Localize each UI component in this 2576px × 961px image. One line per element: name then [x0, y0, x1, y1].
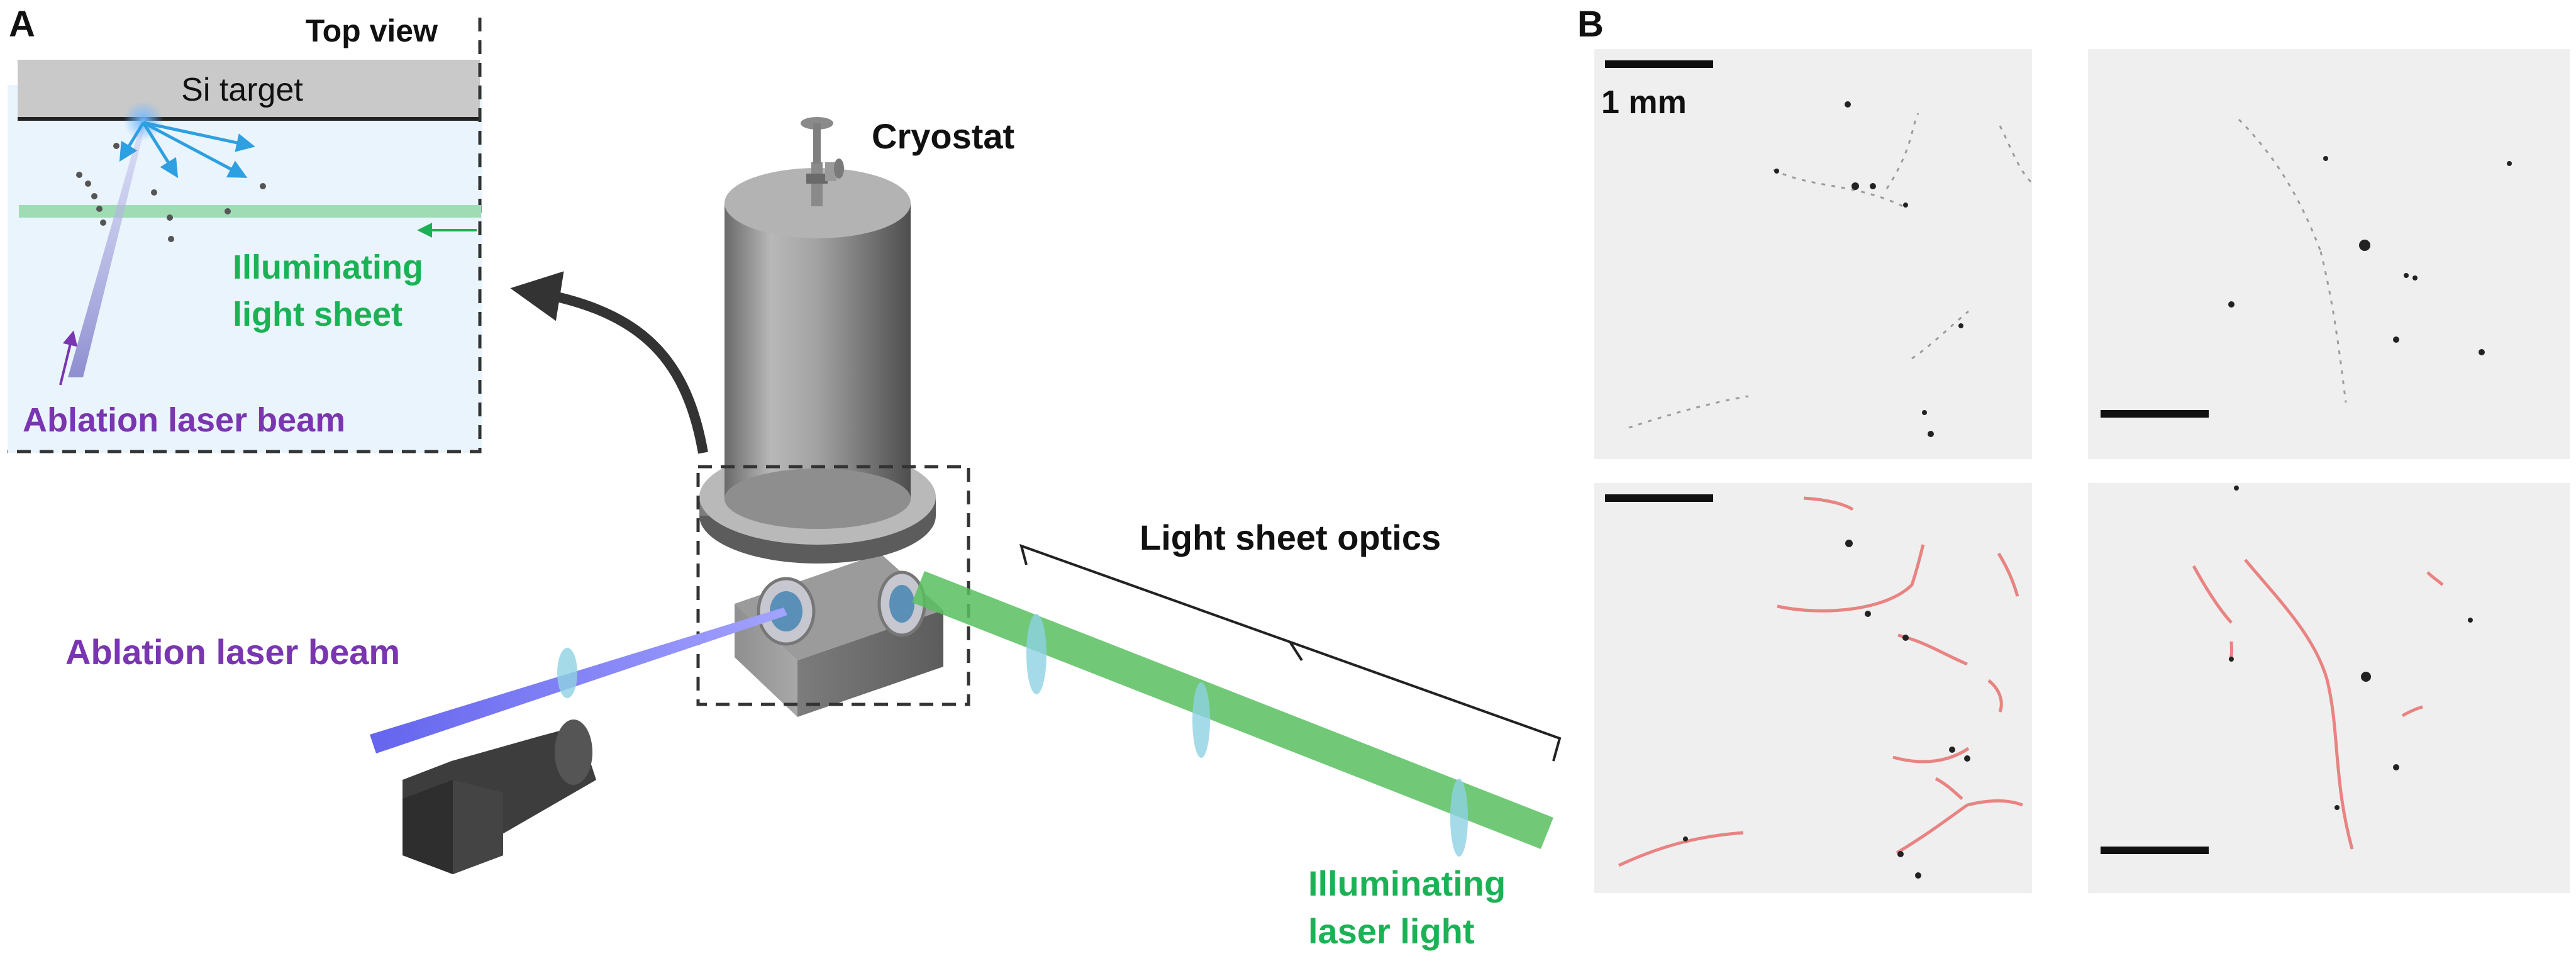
cryostat-label: Cryostat — [872, 116, 1014, 156]
spots-top-left — [1774, 101, 1963, 437]
spots-bottom-right — [2229, 486, 2473, 810]
top-view-title: Top view — [306, 13, 438, 48]
scale-bars — [1605, 60, 2209, 854]
optics-bracket — [1019, 543, 1562, 762]
inset-ablation-label: Ablation laser beam — [23, 401, 345, 439]
laser-label-1: Illuminating — [1308, 864, 1506, 903]
lens-icon — [1026, 614, 1468, 857]
image-top-left — [1594, 49, 2032, 459]
flange-window-icon — [757, 570, 926, 646]
scale-bar-bottom-right — [2101, 847, 2209, 854]
cryostat-icon — [699, 117, 943, 717]
panel-a-label: A — [9, 4, 35, 45]
tracks-top-left — [1628, 113, 2033, 429]
image-bottom-left — [1594, 483, 2032, 893]
laser-label-2: laser light — [1308, 911, 1475, 951]
tracks-top-right — [2238, 118, 2347, 403]
scale-label: 1 mm — [1601, 84, 1687, 121]
optics-label: Light sheet optics — [1140, 518, 1441, 557]
ablation-beam — [370, 608, 787, 753]
plume-arrows — [119, 121, 255, 179]
inset-sheet-label-1: Illuminating — [233, 248, 423, 286]
tracks-bottom-right — [2192, 558, 2444, 850]
scale-bar-top-right — [2101, 410, 2209, 418]
scale-bar-bottom-left — [1605, 494, 1713, 502]
inset-light-sheet — [19, 205, 481, 218]
tracks-bottom-left — [1618, 496, 2023, 867]
si-target-label: Si target — [181, 72, 303, 108]
spots-bottom-left — [1683, 540, 1970, 879]
image-grid — [1594, 49, 2570, 893]
curved-arrow-icon — [510, 271, 708, 454]
ablation-label: Ablation laser beam — [65, 632, 400, 672]
inset-ablation-beam — [68, 123, 146, 377]
illuminating-beam — [912, 571, 1553, 849]
image-top-right — [2088, 49, 2570, 459]
panel-b-label: B — [1577, 4, 1604, 45]
particles — [76, 143, 266, 242]
camera-icon — [402, 719, 596, 874]
scale-bar-top-left — [1605, 60, 1713, 68]
inset-sheet-label-2: light sheet — [233, 296, 402, 333]
top-view-inset: Si target Top view Illuminating light sh… — [8, 13, 482, 453]
cryostat-highlight-box — [696, 465, 970, 706]
spots-top-right — [2228, 156, 2512, 355]
si-target — [18, 60, 480, 118]
